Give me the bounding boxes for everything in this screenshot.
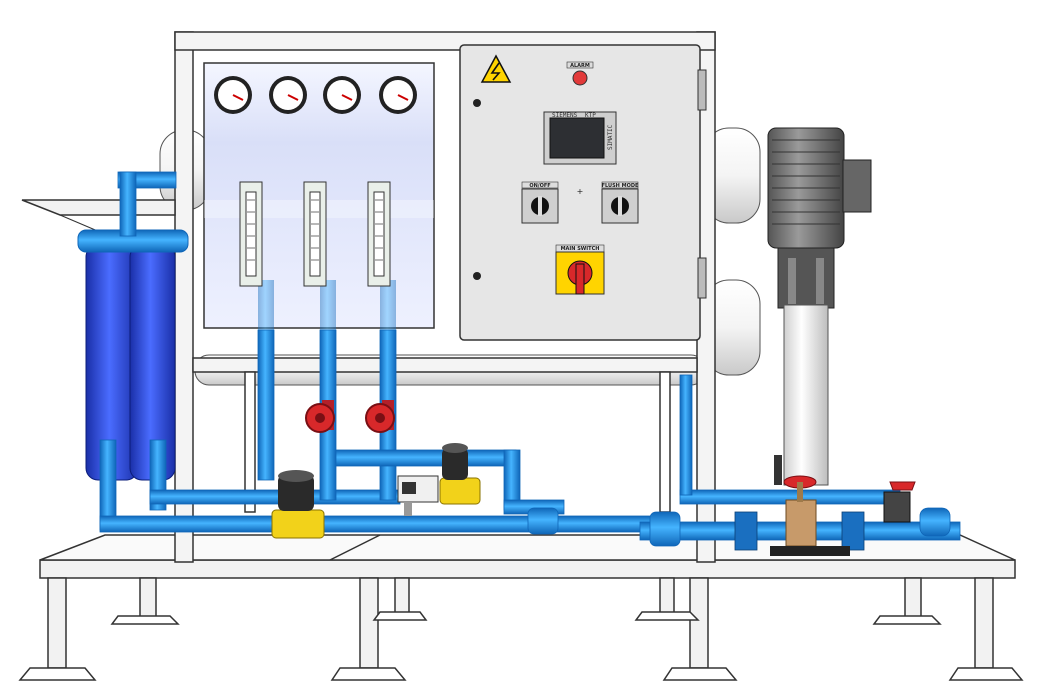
hmi-model: KTP: [585, 112, 596, 119]
needle-valve[interactable]: [365, 400, 395, 433]
instrument-panel: [203, 62, 435, 330]
switch-left-label: ON/OFF: [529, 183, 550, 189]
piping: [99, 171, 961, 551]
plus-icon: +: [577, 187, 584, 196]
selector-switch-left[interactable]: ON/OFF: [521, 181, 559, 224]
selector-switch-right[interactable]: FLUSH MODE: [601, 181, 639, 224]
gate-valve[interactable]: [770, 475, 850, 556]
pressure-gauge: [379, 76, 417, 114]
solenoid-valve: [439, 443, 481, 505]
needle-valve[interactable]: [305, 400, 335, 433]
switch-right-label: FLUSH MODE: [602, 183, 639, 189]
alarm-label: ALARM: [570, 63, 590, 69]
screw-icon: [473, 272, 481, 280]
solenoid-valve: [271, 470, 325, 539]
cartridge-filters: [21, 199, 189, 481]
pressure-gauge: [269, 76, 307, 114]
lightning-bolt-icon: [480, 54, 512, 83]
ball-valve[interactable]: [883, 481, 916, 523]
hmi-screen[interactable]: SIEMENS KTP SIMATIC: [543, 111, 617, 165]
main-switch-label: MAIN SWITCH: [561, 246, 600, 252]
pressure-switch: [397, 475, 439, 516]
pressure-gauge: [214, 76, 252, 114]
screw-icon: [473, 99, 481, 107]
main-switch[interactable]: MAIN SWITCH: [555, 244, 605, 295]
pressure-gauge: [323, 76, 361, 114]
flow-meter: [367, 181, 391, 287]
flow-meter: [239, 181, 263, 287]
control-cabinet: ALARM SIEMENS KTP SIMATIC ON/OFF + FLUSH…: [459, 44, 707, 341]
high-pressure-pump: [767, 127, 872, 486]
hmi-side-text: SIMATIC: [607, 124, 614, 150]
alarm-indicator: ALARM: [566, 61, 594, 86]
base-frame: [18, 534, 1024, 681]
flow-meter: [303, 181, 327, 287]
hmi-brand: SIEMENS: [552, 112, 578, 119]
